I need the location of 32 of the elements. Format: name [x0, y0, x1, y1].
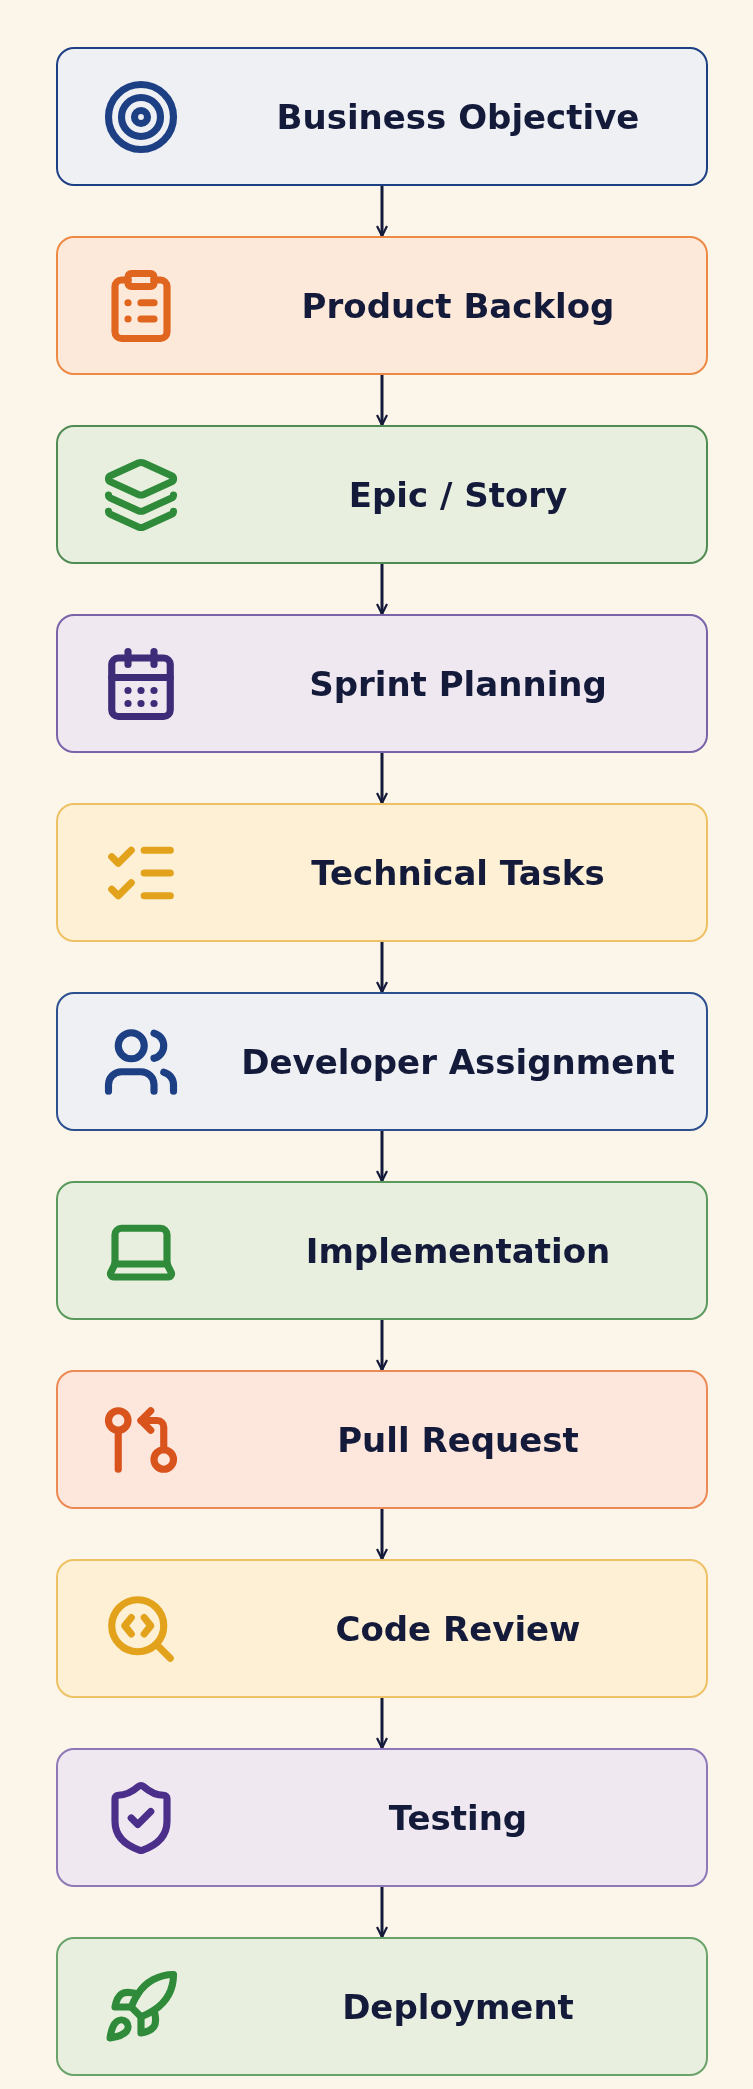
process-box [56, 1559, 708, 1698]
step-label: Testing [387, 1797, 529, 1838]
process-box [56, 1748, 708, 1887]
arrow [375, 1131, 389, 1183]
step-label: Product Backlog [300, 285, 616, 326]
arrow [375, 375, 389, 427]
arrow [375, 753, 389, 805]
step-label: Implementation [304, 1230, 612, 1271]
process-box [56, 425, 708, 564]
step-label: Business Objective [275, 96, 641, 137]
arrow [375, 1320, 389, 1372]
arrow [375, 1509, 389, 1561]
arrow [375, 942, 389, 994]
process-box [56, 1937, 708, 2076]
process-box [56, 236, 708, 375]
step-label: Technical Tasks [310, 852, 606, 893]
step-label: Sprint Planning [308, 663, 608, 704]
step-label: Pull Request [336, 1419, 580, 1460]
process-box [56, 614, 708, 753]
process-box [56, 803, 708, 942]
arrow [375, 1698, 389, 1750]
arrow [375, 186, 389, 238]
step-label: Code Review [334, 1608, 582, 1649]
arrow [375, 564, 389, 616]
step-label: Developer Assignment [240, 1041, 676, 1082]
process-box [56, 47, 708, 186]
arrow [375, 1887, 389, 1939]
step-label: Deployment [341, 1986, 575, 2027]
step-label: Epic / Story [347, 474, 569, 515]
process-box [56, 1181, 708, 1320]
process-box [56, 1370, 708, 1509]
process-box [56, 992, 708, 1131]
